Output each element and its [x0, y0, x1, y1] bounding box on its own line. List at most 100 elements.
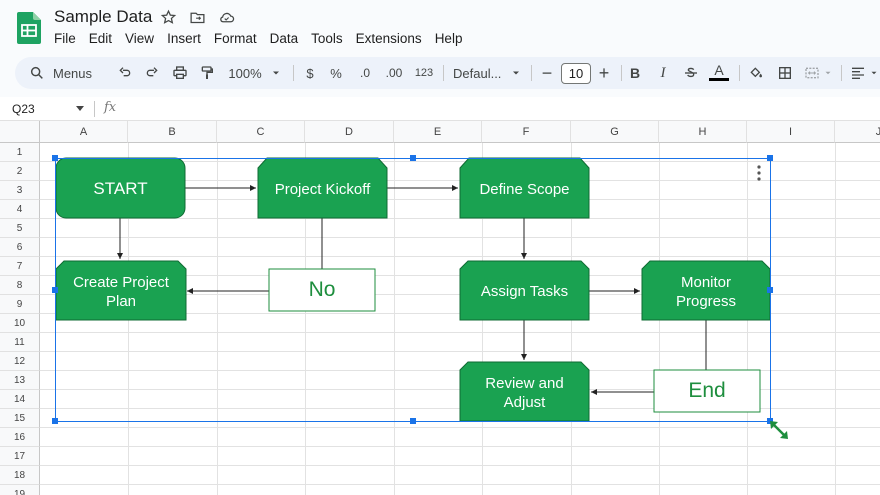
chevron-down-icon — [871, 71, 876, 75]
decrease-font-size-button[interactable]: − — [541, 62, 553, 83]
column-header[interactable]: I — [747, 121, 835, 143]
column-header[interactable]: A — [40, 121, 128, 143]
borders-button[interactable] — [775, 57, 795, 89]
sheets-logo-icon[interactable] — [17, 12, 41, 44]
increase-decimal-button[interactable]: .00 — [385, 66, 403, 80]
row-header[interactable]: 4 — [0, 200, 40, 219]
row-header[interactable]: 17 — [0, 447, 40, 466]
row-header[interactable]: 3 — [0, 181, 40, 200]
document-title[interactable]: Sample Data — [54, 7, 153, 26]
row-header[interactable]: 8 — [0, 276, 40, 295]
name-box[interactable]: Q23 — [12, 102, 35, 116]
row-header[interactable]: 5 — [0, 219, 40, 238]
grid-line — [40, 446, 880, 447]
grid-line — [40, 484, 880, 485]
resize-handle[interactable] — [767, 287, 773, 293]
borders-icon — [779, 67, 791, 79]
menu-view[interactable]: View — [125, 31, 155, 46]
percent-format-button[interactable]: % — [330, 65, 342, 81]
resize-handle[interactable] — [52, 155, 58, 161]
row-header[interactable]: 6 — [0, 238, 40, 257]
resize-handle[interactable] — [410, 155, 416, 161]
row-header[interactable]: 18 — [0, 466, 40, 485]
row-header[interactable]: 12 — [0, 352, 40, 371]
resize-handle[interactable] — [52, 418, 58, 424]
more-options-icon[interactable] — [757, 165, 761, 181]
assign-tasks-label: Assign Tasks — [480, 283, 569, 300]
row-header[interactable]: 14 — [0, 390, 40, 409]
row-header[interactable]: 1 — [0, 143, 40, 162]
resize-handle[interactable] — [52, 287, 58, 293]
column-header[interactable]: D — [305, 121, 394, 143]
paint-format-button[interactable] — [197, 57, 217, 89]
grid-line — [40, 465, 880, 466]
column-header[interactable]: C — [217, 121, 305, 143]
merge-cells-button[interactable] — [803, 57, 833, 89]
no-box-shape[interactable] — [268, 268, 376, 312]
star-icon[interactable] — [160, 9, 177, 26]
menu-tools[interactable]: Tools — [311, 31, 343, 46]
move-to-folder-icon[interactable] — [189, 9, 206, 26]
row-header[interactable]: 13 — [0, 371, 40, 390]
column-header[interactable]: J — [835, 121, 880, 143]
row-header[interactable]: 16 — [0, 428, 40, 447]
font-size-input[interactable]: 10 — [561, 63, 591, 84]
font-family-select[interactable]: Defaul... — [453, 57, 523, 89]
menus-search-button[interactable]: Menus — [29, 57, 99, 89]
column-header[interactable]: F — [482, 121, 571, 143]
increase-font-size-button[interactable]: + — [598, 62, 610, 83]
menu-insert[interactable]: Insert — [167, 31, 201, 46]
text-color-button[interactable]: A — [708, 57, 730, 89]
undo-button[interactable] — [115, 57, 135, 89]
column-header[interactable]: G — [571, 121, 659, 143]
resize-handle[interactable] — [767, 155, 773, 161]
select-all-corner[interactable] — [0, 121, 40, 143]
chevron-down-icon — [825, 71, 830, 75]
menu-extensions[interactable]: Extensions — [355, 31, 422, 46]
column-header[interactable]: B — [128, 121, 217, 143]
menu-file[interactable]: File — [54, 31, 76, 46]
end-label: End — [688, 379, 726, 402]
cloud-status-icon[interactable] — [218, 9, 235, 26]
print-icon — [173, 66, 187, 79]
row-header[interactable]: 9 — [0, 295, 40, 314]
title-bar: Sample Data File Edit View Insert Format… — [0, 0, 880, 55]
currency-format-button[interactable]: $ — [306, 65, 314, 81]
row-header[interactable]: 10 — [0, 314, 40, 333]
text-color-letter: A — [714, 62, 724, 78]
name-box-dropdown-icon[interactable] — [76, 106, 84, 111]
end-box-shape[interactable] — [653, 369, 761, 413]
zoom-select[interactable]: 100% — [227, 57, 283, 89]
merge-cells-icon — [804, 67, 819, 79]
print-button[interactable] — [170, 57, 190, 89]
grid-line — [40, 237, 880, 238]
column-header[interactable]: E — [394, 121, 482, 143]
row-header[interactable]: 7 — [0, 257, 40, 276]
redo-button[interactable] — [142, 57, 162, 89]
toolbar-divider — [443, 65, 444, 81]
row-header[interactable]: 11 — [0, 333, 40, 352]
column-header[interactable]: H — [659, 121, 747, 143]
row-header[interactable]: 19 — [0, 485, 40, 495]
more-formats-button[interactable]: 123 — [414, 67, 434, 79]
row-header[interactable]: 2 — [0, 162, 40, 181]
row-header[interactable]: 15 — [0, 409, 40, 428]
bold-button[interactable]: B — [629, 65, 641, 81]
menu-data[interactable]: Data — [269, 31, 299, 46]
assign-tasks-shape[interactable] — [459, 260, 590, 321]
resize-cursor-icon — [770, 421, 788, 439]
menu-format[interactable]: Format — [213, 31, 257, 46]
menu-edit[interactable]: Edit — [88, 31, 113, 46]
strikethrough-button[interactable] — [682, 57, 700, 89]
fill-color-button[interactable] — [746, 57, 766, 89]
horizontal-align-button[interactable] — [848, 57, 880, 89]
menu-help[interactable]: Help — [434, 31, 463, 46]
toolbar-divider — [739, 65, 740, 81]
paint-format-icon — [201, 66, 213, 79]
menu-bar: File Edit View Insert Format Data Tools … — [54, 31, 475, 46]
resize-handle[interactable] — [410, 418, 416, 424]
formula-divider — [94, 101, 95, 117]
decrease-decimal-button[interactable]: .0 — [359, 66, 370, 80]
italic-button[interactable]: I — [660, 64, 666, 81]
